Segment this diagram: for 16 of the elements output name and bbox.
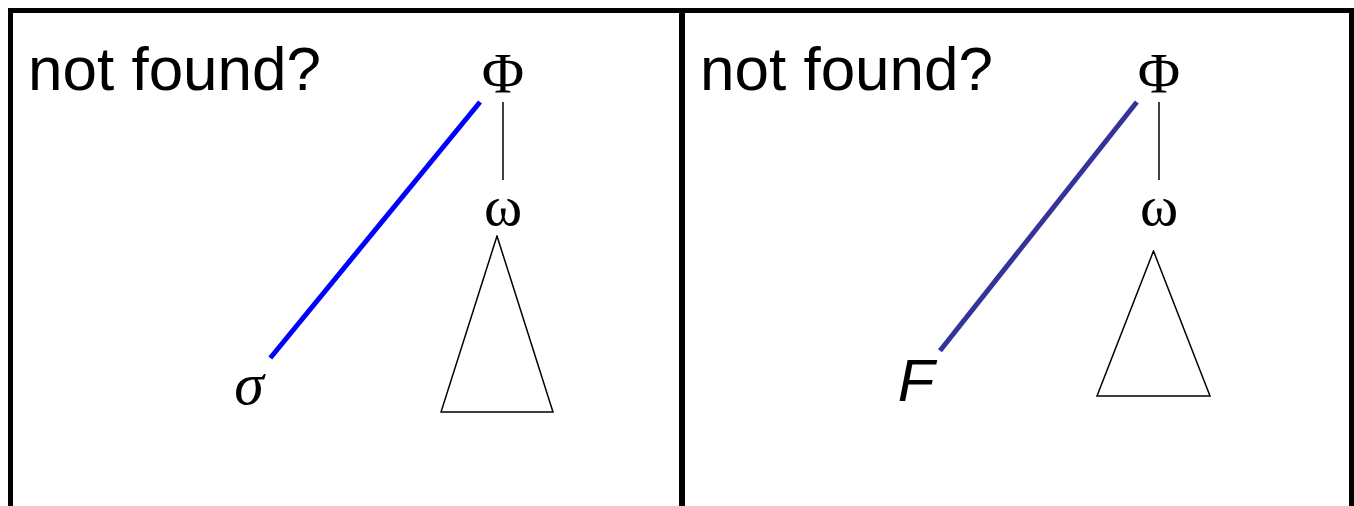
symbol-label: ω: [1130, 180, 1188, 232]
question-text: not found?: [700, 38, 994, 100]
symbol-label: F: [892, 350, 940, 412]
triangle-shape: [1096, 250, 1211, 397]
symbol-label: Φ: [1128, 46, 1190, 102]
connector-line: [1158, 101, 1160, 181]
triangle-shape: [440, 235, 554, 413]
connector-line: [502, 101, 504, 181]
question-text: not found?: [28, 38, 322, 100]
connector-line: [938, 100, 1139, 353]
panel-frame: [8, 8, 685, 506]
connector-line: [268, 100, 482, 360]
panel-frame: [679, 8, 1354, 506]
symbol-label: Φ: [472, 46, 534, 102]
symbol-label: σ: [222, 358, 276, 410]
symbol-label: ω: [474, 180, 532, 232]
